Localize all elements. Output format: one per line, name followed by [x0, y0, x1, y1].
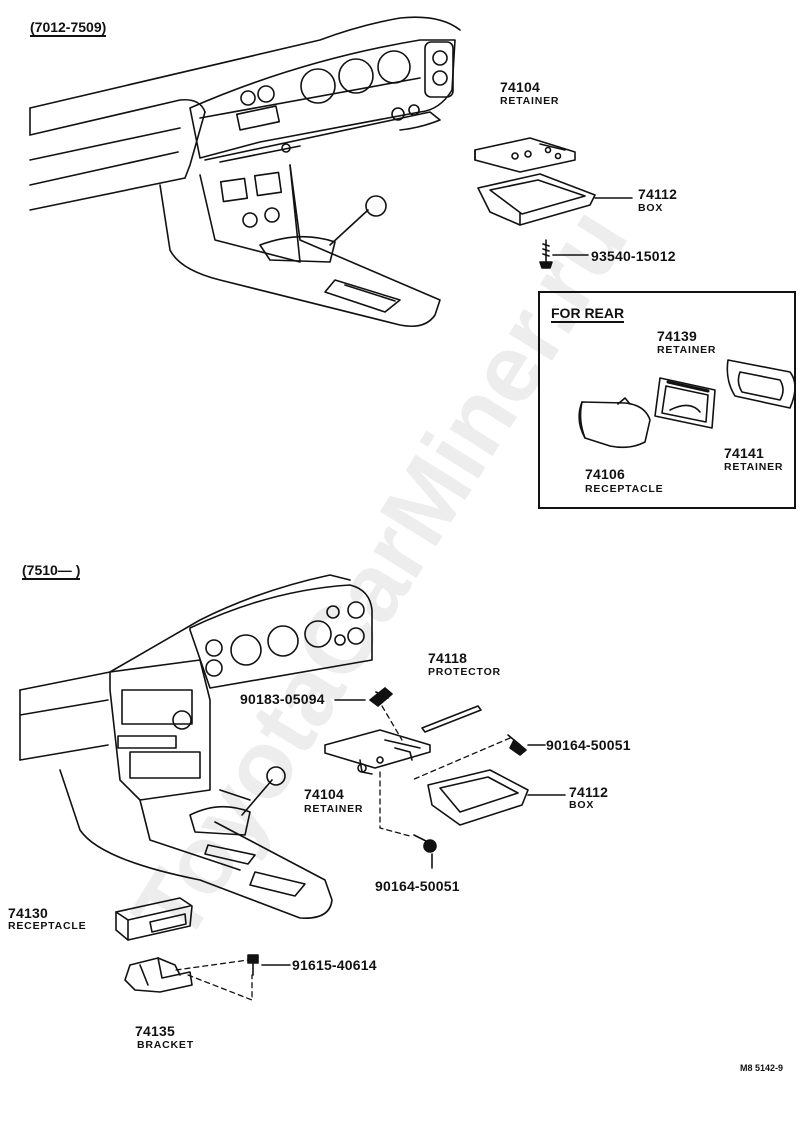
rear-retainer-74139-drawing: [654, 377, 716, 429]
screw-90164-upper-drawing: [507, 734, 546, 756]
part-number-90164-lower: 90164-50051: [375, 878, 460, 894]
screw-90164-lower-drawing: [413, 834, 437, 869]
diagram-code: M8 5142-9: [740, 1063, 784, 1073]
part-number-74112-bottom: 74112: [569, 784, 609, 800]
for-rear-frame: [538, 291, 796, 509]
part-number-74112-top: 74112: [638, 186, 678, 202]
part-number-74130: 74130: [8, 905, 48, 921]
part-number-74104-top: 74104: [500, 79, 540, 95]
part-number-91615: 91615-40614: [292, 957, 377, 973]
part-name-74130: RECEPTACLE: [8, 920, 87, 932]
rear-retainer-74141-drawing: [726, 359, 796, 409]
receptacle-74130-drawing: [115, 897, 193, 941]
part-name-74141: RETAINER: [724, 461, 784, 473]
part-number-90164-upper: 90164-50051: [546, 737, 631, 753]
part-name-74112-bottom: BOX: [569, 799, 595, 811]
rear-receptacle-74106-drawing: [578, 397, 651, 449]
part-name-74118: PROTECTOR: [428, 666, 501, 678]
part-name-74106: RECEPTACLE: [585, 483, 664, 495]
part-name-74139: RETAINER: [657, 344, 717, 356]
part-number-74139: 74139: [657, 328, 697, 344]
part-number-74141: 74141: [724, 445, 764, 461]
part-number-74106: 74106: [585, 466, 625, 482]
part-number-74135: 74135: [135, 1023, 175, 1039]
part-number-74104-bottom: 74104: [304, 786, 344, 802]
for-rear-title: FOR REAR: [551, 305, 625, 323]
section-range-top: (7012-7509): [30, 19, 107, 37]
retainer-74104-top-drawing: [474, 137, 576, 173]
bottom-dashboard-drawing: [19, 574, 373, 919]
box-74112-top-drawing: [477, 173, 633, 226]
part-name-74112-top: BOX: [638, 202, 664, 214]
bracket-74135-drawing: [124, 957, 193, 993]
part-name-74104-top: RETAINER: [500, 95, 560, 107]
retainer-74104-bottom-drawing: [324, 729, 431, 775]
box-74112-bottom-drawing: [427, 769, 566, 826]
part-number-74118: 74118: [428, 650, 468, 666]
clip-90183-drawing: [334, 687, 393, 707]
screw-93540-drawing: [539, 239, 589, 269]
top-dashboard-drawing: [29, 16, 461, 328]
part-name-74104-bottom: RETAINER: [304, 803, 364, 815]
section-range-bottom: (7510— ): [22, 562, 81, 580]
part-number-93540: 93540-15012: [591, 248, 676, 264]
part-name-74135: BRACKET: [137, 1039, 194, 1051]
dashed-leader-lines: [175, 705, 511, 1001]
protector-74118-drawing: [421, 705, 482, 733]
part-number-90183: 90183-05094: [240, 691, 325, 707]
screw-91615-drawing: [247, 954, 291, 976]
